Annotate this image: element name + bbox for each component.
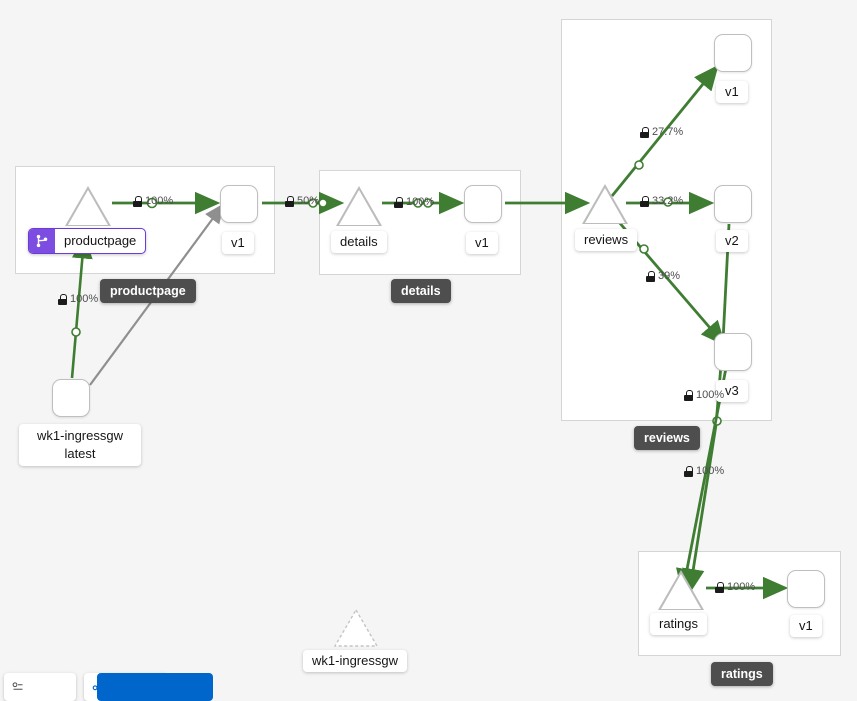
group-tooltip-reviews: reviews [634,426,700,450]
node-label-reviews-v3: v3 [716,380,748,402]
edge-label-text: 100% [727,581,756,593]
node-ratings-v1[interactable] [787,570,825,608]
edge-label-ratings-v1: 100% [715,581,755,593]
node-ingressgw[interactable] [52,379,90,417]
node-label-ingressgw-ghost: wk1-ingressgw [303,650,407,672]
lock-icon [58,293,67,305]
route-icon [29,229,55,253]
node-reviews-v1[interactable] [714,34,752,72]
edge-label-text: 100% [406,196,435,208]
lock-icon [646,270,655,282]
edge-label-v2-ratings: 100% [684,465,724,477]
lock-icon [684,389,693,401]
edge-label-text: 50% [297,195,320,207]
edge-label-v3-ratings: 100% [684,389,724,401]
lock-icon [715,581,724,593]
node-label-productpage[interactable]: productpage [28,228,147,254]
edge-label-text: 100% [696,389,725,401]
group-tooltip-ratings: ratings [711,662,773,686]
node-ingressgw-ghost[interactable] [332,607,379,648]
edge-label-gw-productpage: 100% [58,293,98,305]
node-label-productpage-v1: v1 [222,232,254,254]
node-label-details-v1: v1 [466,232,498,254]
node-label-details: details [331,231,387,253]
lock-icon [285,195,294,207]
node-label-reviews-v1: v1 [716,81,748,103]
primary-action-button[interactable] [97,673,213,701]
triangle-fill [661,574,701,609]
node-details-app[interactable] [336,186,382,227]
node-label-ratings: ratings [650,613,708,635]
triangle-fill [585,188,625,223]
triangle-fill [68,190,108,225]
edge-label-text: 33.2% [652,195,684,207]
lock-icon [133,195,142,207]
ingressgw-label-line2: latest [64,446,96,461]
node-details-v1[interactable] [464,185,502,223]
node-ratings-app[interactable] [658,570,704,611]
legend-icon [12,682,23,690]
node-label-reviews: reviews [575,229,638,251]
node-label-ingressgw: wk1-ingressgw latest [19,424,141,466]
node-reviews-v2[interactable] [714,185,752,223]
legend-toggle-button[interactable] [4,673,76,701]
edge-label-productpage-details: 50% [285,195,319,207]
bottom-toolbar [0,672,857,701]
edge-label-text: 100% [145,195,174,207]
lock-icon [684,465,693,477]
edge-label-text: 100% [70,293,99,305]
edge-label-reviews-v2: 33.2% [640,195,683,207]
node-productpage-v1[interactable] [220,185,258,223]
edge-label-text: 100% [696,465,725,477]
lock-icon [640,195,649,207]
edge-label-reviews-v1: 27.7% [640,126,683,138]
node-label-reviews-v2: v2 [716,230,748,252]
edge-label-text: 39% [658,270,681,282]
ghost-triangle-shape [333,608,379,647]
node-productpage-app[interactable] [65,186,111,227]
lock-icon [640,126,649,138]
group-tooltip-productpage: productpage [100,279,196,303]
edge-label-details-v1: 100% [394,196,434,208]
triangle-fill [339,190,379,225]
lock-icon [394,196,403,208]
node-reviews-app[interactable] [582,184,628,225]
edge-label-reviews-v3: 39% [646,270,680,282]
group-tooltip-details: details [391,279,451,303]
node-label-ratings-v1: v1 [790,615,822,637]
node-reviews-v3[interactable] [714,333,752,371]
productpage-label-text: productpage [64,233,137,248]
edge-label-text: 27.7% [652,126,684,138]
ingressgw-label-line1: wk1-ingressgw [37,428,123,443]
edge-label-productpage-v1: 100% [133,195,173,207]
